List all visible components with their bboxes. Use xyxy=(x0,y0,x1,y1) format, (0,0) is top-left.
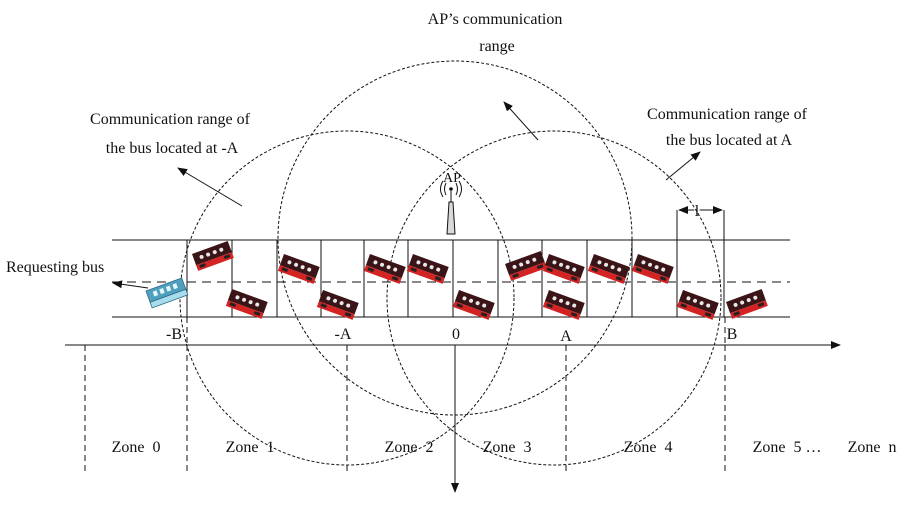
zone-label: Zone 5 … xyxy=(753,439,822,456)
bus xyxy=(452,290,495,320)
left-range-label-line2: the bus located at -A xyxy=(106,140,239,157)
zone-labels: Zone 0 Zone 1 Zone 2 Zone 3 Zone 4 Zone … xyxy=(112,439,897,456)
bus xyxy=(363,254,406,284)
ap-range-pointer xyxy=(503,101,539,141)
zone-label: Zone 1 xyxy=(226,439,275,456)
zone-label: Zone 2 xyxy=(385,439,434,456)
right-range-pointer xyxy=(665,151,701,181)
bus xyxy=(676,290,719,320)
buses xyxy=(145,241,768,320)
bus xyxy=(631,254,674,284)
ap-label: AP xyxy=(443,171,461,186)
ap-range-label-line2: range xyxy=(479,38,515,55)
zone-label: Zone 3 xyxy=(483,439,532,456)
ap-range-label-line1: AP’s communication xyxy=(428,11,563,28)
axis-labels: -B -A 0 A B xyxy=(166,326,737,345)
requesting-bus-pointer xyxy=(112,280,149,289)
bus xyxy=(542,290,585,320)
requesting-bus xyxy=(145,277,189,309)
left-range-label: Communication range of the bus located a… xyxy=(90,111,254,157)
axis-label-pos-b: B xyxy=(727,326,738,343)
spacing-indicator: l xyxy=(678,201,723,222)
axis-label-zero: 0 xyxy=(452,326,460,343)
spacing-label: l xyxy=(695,203,700,220)
axis-label-neg-a: -A xyxy=(335,326,352,343)
right-range-label: Communication range of the bus located a… xyxy=(647,106,811,149)
ap-range-label: AP’s communication range xyxy=(428,11,567,55)
zone-label: Zone n xyxy=(848,439,897,456)
bus xyxy=(726,289,768,319)
bus xyxy=(542,254,585,284)
bus xyxy=(277,254,320,284)
annotations: AP’s communication range Communication r… xyxy=(6,11,811,276)
bus xyxy=(505,251,547,281)
bus xyxy=(406,254,449,284)
requesting-bus-label: Requesting bus xyxy=(6,259,104,276)
left-range-pointer xyxy=(177,167,243,207)
zone-boundaries xyxy=(84,317,726,475)
bus xyxy=(192,241,234,271)
zone-label: Zone 0 xyxy=(112,439,161,456)
zone-label: Zone 4 xyxy=(624,439,673,456)
ap-antenna-icon xyxy=(440,180,462,235)
right-range-label-line1: Communication range of xyxy=(647,106,808,123)
road xyxy=(112,210,790,318)
bus xyxy=(587,254,630,284)
bus xyxy=(316,290,359,320)
right-range-label-line2: the bus located at A xyxy=(666,132,793,149)
axis-label-pos-a: A xyxy=(560,328,572,345)
left-range-label-line1: Communication range of xyxy=(90,111,251,128)
axis-label-neg-b: -B xyxy=(166,326,182,343)
right-bus-range-circle xyxy=(386,130,722,466)
